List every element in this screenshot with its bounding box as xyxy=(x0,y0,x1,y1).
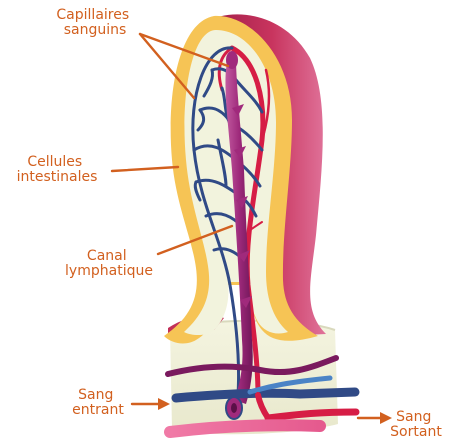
label-capillaires-line1: Capillaires xyxy=(56,7,129,23)
label-cellules-line2: intestinales xyxy=(17,169,98,185)
label-sang-sortant-line1: Sang xyxy=(396,409,431,425)
label-capillaires-sanguins: Capillaires sanguins xyxy=(56,7,133,38)
label-sang-sortant-line2: Sortant xyxy=(390,424,442,440)
label-cellules-line1: Cellules xyxy=(27,154,82,170)
arrow-sang-sortant xyxy=(380,412,392,424)
label-sang-sortant: Sang Sortant xyxy=(390,409,442,440)
label-canal-line1: Canal xyxy=(87,248,127,264)
label-sang-entrant-line1: Sang xyxy=(78,387,113,403)
label-sang-entrant-line2: entrant xyxy=(72,402,124,418)
label-cellules-intestinales: Cellules intestinales xyxy=(17,154,98,185)
label-sang-entrant: Sang entrant xyxy=(72,387,124,418)
label-capillaires-line2: sanguins xyxy=(64,22,127,38)
label-canal-lymphatique: Canal lymphatique xyxy=(65,248,153,279)
arrow-sang-entrant xyxy=(158,398,170,410)
label-canal-line2: lymphatique xyxy=(65,263,153,279)
leader-cellules xyxy=(112,167,178,171)
